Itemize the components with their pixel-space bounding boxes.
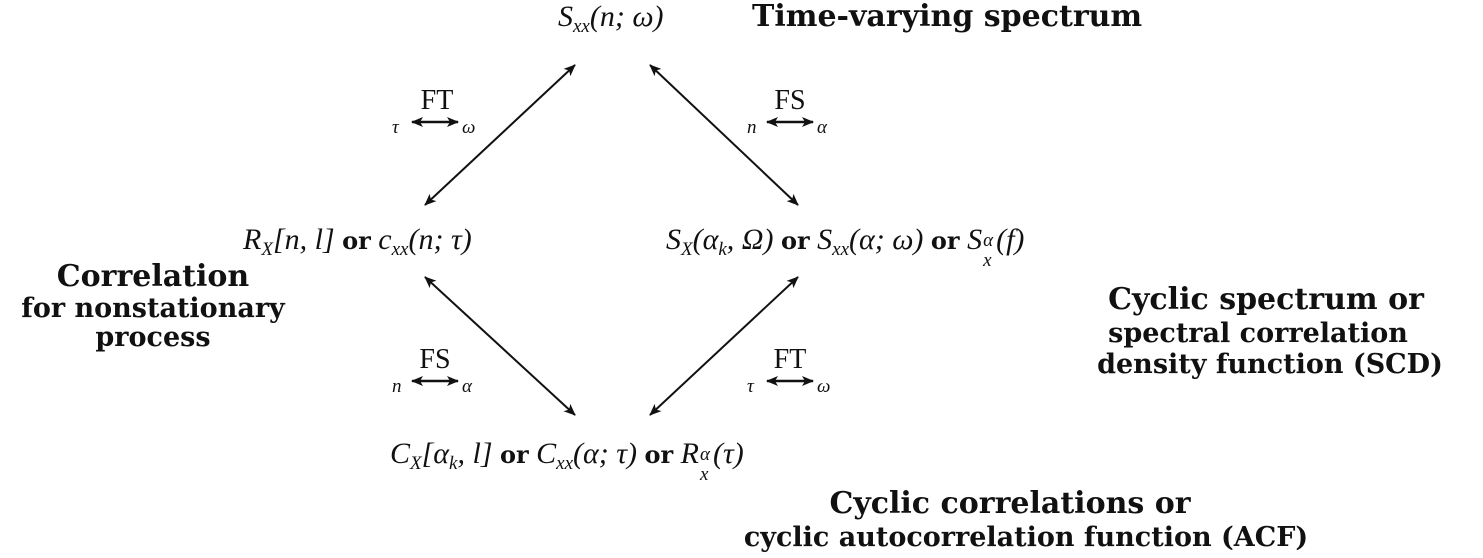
transform-to: ω	[817, 376, 831, 397]
arguments: (α	[692, 223, 719, 256]
arrow-bottom-right	[649, 276, 799, 416]
arguments: (n; ω)	[589, 0, 664, 33]
or-keyword: or	[500, 440, 529, 469]
subscript: xx	[573, 16, 590, 37]
symbol-c: c	[378, 223, 392, 256]
title-line: Cyclic spectrum or	[1108, 282, 1424, 317]
arguments-tail: , l]	[457, 437, 493, 470]
subscript: xx	[556, 453, 574, 474]
symbol-S: S	[666, 223, 681, 256]
title-line: Cyclic correlations or	[829, 486, 1191, 521]
transform-from: n	[747, 117, 757, 138]
arguments: (f)	[996, 223, 1025, 256]
transform-from: τ	[392, 117, 399, 138]
transform-to: α	[817, 117, 827, 138]
transform-name: FT	[773, 344, 807, 375]
subscript: X	[261, 239, 273, 260]
title-time-varying-spectrum: Time-varying spectrum	[752, 0, 1143, 34]
arrow-top-left	[424, 64, 576, 206]
transform-bottom-left: FS n α	[390, 344, 480, 398]
symbol-R: R	[680, 437, 699, 470]
or-keyword: or	[930, 226, 960, 255]
arrow-bottom-left	[424, 276, 576, 416]
arguments: [n, l]	[272, 223, 335, 256]
symbol-R: R	[243, 223, 262, 256]
arguments: (n; τ)	[408, 223, 472, 256]
node-correlation: RX[n, l] or cxx(n; τ)	[243, 223, 472, 260]
arguments: (α; τ)	[573, 437, 638, 470]
subscript: X	[681, 239, 693, 260]
title-line: process	[95, 322, 211, 354]
or-keyword: or	[342, 226, 371, 255]
symbol-C: C	[536, 437, 557, 470]
symbol-S: S	[967, 223, 983, 256]
title-line: density function (SCD)	[1097, 349, 1443, 381]
title-cyclic-correlations: Cyclic correlations or cyclic autocorrel…	[688, 485, 1364, 554]
arrow-top-right	[649, 64, 799, 206]
subscript: xx	[391, 239, 409, 260]
subscript-k: k	[718, 239, 727, 260]
arguments: (α; ω)	[849, 223, 924, 256]
title-line: Correlation	[56, 259, 250, 294]
transform-name: FS	[419, 344, 451, 375]
arguments: [α	[421, 437, 450, 470]
symbol-S: S	[817, 223, 833, 256]
transform-name: FT	[420, 85, 454, 116]
title-line: spectral correlation	[1108, 317, 1408, 349]
title-correlation: Correlation for nonstationary process	[0, 258, 306, 355]
title-line: for nonstationary	[21, 292, 285, 324]
transform-to: α	[462, 376, 472, 397]
transform-name: FS	[774, 85, 806, 116]
symbol-C: C	[390, 437, 411, 470]
subscript: X	[410, 453, 422, 474]
transform-from: τ	[747, 376, 754, 397]
symbol-S: S	[558, 0, 573, 33]
arguments: (τ)	[713, 437, 744, 470]
title-cyclic-spectrum: Cyclic spectrum or spectral correlation …	[1068, 281, 1460, 382]
transform-top-right: FS n α	[745, 85, 835, 139]
transform-to: ω	[462, 117, 476, 138]
or-keyword: or	[780, 226, 810, 255]
transform-from: n	[392, 376, 402, 397]
arguments-tail: , Ω)	[726, 223, 774, 256]
transform-bottom-right: FT τ ω	[745, 344, 835, 398]
node-time-varying-spectrum: Sxx(n; ω)	[558, 0, 664, 37]
transform-top-left: FT τ ω	[392, 85, 482, 139]
subscript-k: k	[449, 453, 458, 474]
or-keyword: or	[644, 440, 674, 469]
subscript: xx	[832, 239, 850, 260]
title-line: cyclic autocorrelation function (ACF)	[743, 521, 1309, 553]
